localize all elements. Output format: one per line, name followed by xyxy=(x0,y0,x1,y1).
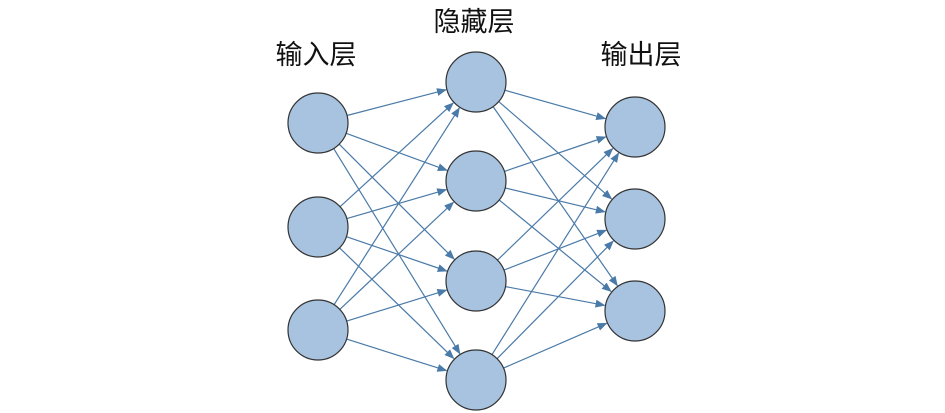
edge-input-3-to-hidden-3 xyxy=(346,289,448,322)
output-node-3 xyxy=(604,280,666,342)
input-node-3 xyxy=(287,299,349,361)
edge-input-2-to-hidden-1 xyxy=(339,102,454,208)
edge-hidden-4-to-output-2 xyxy=(496,240,614,360)
edge-hidden-3-to-output-1 xyxy=(497,147,614,261)
edge-hidden-2-to-output-3 xyxy=(498,199,612,293)
hidden-node-3 xyxy=(445,250,507,312)
edge-hidden-1-to-output-1 xyxy=(504,89,607,120)
hidden-layer-label: 隐藏层 xyxy=(434,7,515,38)
edge-hidden-4-to-output-3 xyxy=(503,322,608,369)
hidden-node-1 xyxy=(445,51,507,113)
output-node-1 xyxy=(604,96,666,158)
edge-input-1-to-hidden-4 xyxy=(333,148,461,355)
input-layer-label: 输入层 xyxy=(276,40,357,71)
input-node-1 xyxy=(287,92,349,154)
edge-hidden-3-to-output-3 xyxy=(505,286,606,308)
edge-hidden-1-to-output-2 xyxy=(498,101,613,200)
edge-hidden-3-to-output-2 xyxy=(503,229,608,271)
edge-input-1-to-hidden-2 xyxy=(345,132,448,171)
output-node-2 xyxy=(604,188,666,250)
edge-hidden-4-to-output-1 xyxy=(491,152,620,355)
neuron-nodes xyxy=(287,51,666,411)
edge-input-1-to-hidden-3 xyxy=(338,143,455,260)
hidden-node-2 xyxy=(445,150,507,212)
edge-input-2-to-hidden-3 xyxy=(346,236,448,272)
edge-input-3-to-hidden-2 xyxy=(339,201,455,310)
edge-hidden-2-to-output-1 xyxy=(504,136,607,172)
edge-hidden-2-to-output-2 xyxy=(505,187,606,214)
output-layer-label: 输出层 xyxy=(601,40,682,71)
edge-input-3-to-hidden-4 xyxy=(346,338,448,372)
hidden-node-4 xyxy=(445,349,507,411)
edge-input-1-to-hidden-1 xyxy=(346,88,447,117)
edge-hidden-1-to-output-3 xyxy=(492,106,618,287)
input-node-2 xyxy=(287,196,349,258)
edge-input-3-to-hidden-1 xyxy=(333,107,460,306)
edge-input-2-to-hidden-2 xyxy=(346,188,448,220)
connection-lines xyxy=(333,88,620,372)
